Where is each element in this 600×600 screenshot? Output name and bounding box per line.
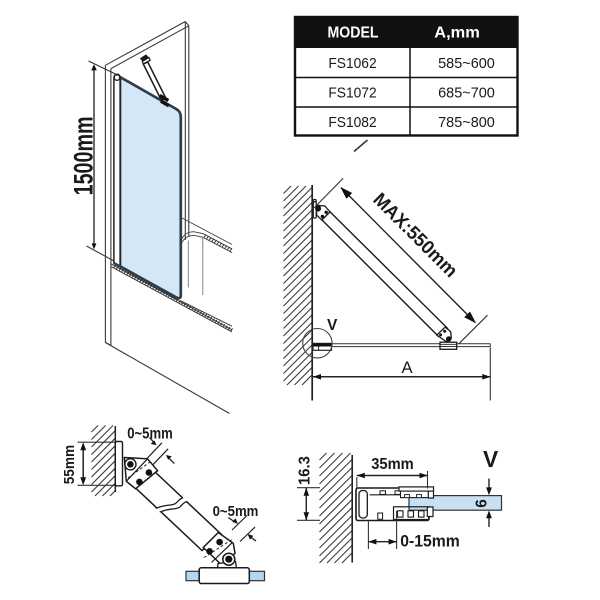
svg-text:6: 6 — [474, 499, 491, 508]
svg-text:0-15mm: 0-15mm — [400, 532, 460, 550]
svg-text:FS1082: FS1082 — [328, 115, 376, 131]
svg-text:V: V — [483, 446, 499, 472]
svg-text:35mm: 35mm — [371, 456, 414, 473]
svg-text:685~700: 685~700 — [438, 86, 495, 102]
svg-text:55mm: 55mm — [61, 445, 78, 485]
svg-text:0~5mm: 0~5mm — [213, 504, 259, 520]
svg-text:585~600: 585~600 — [438, 56, 495, 72]
svg-text:A: A — [401, 358, 413, 377]
svg-text:V: V — [327, 317, 338, 334]
svg-text:MODEL: MODEL — [328, 25, 379, 42]
svg-text:A,mm: A,mm — [434, 25, 480, 42]
svg-text:785~800: 785~800 — [438, 115, 495, 131]
svg-text:0~5mm: 0~5mm — [127, 426, 173, 443]
svg-text:FS1062: FS1062 — [328, 56, 376, 72]
svg-text:FS1072: FS1072 — [328, 86, 376, 102]
svg-text:1500mm: 1500mm — [68, 116, 98, 195]
svg-text:16.3: 16.3 — [296, 456, 313, 485]
